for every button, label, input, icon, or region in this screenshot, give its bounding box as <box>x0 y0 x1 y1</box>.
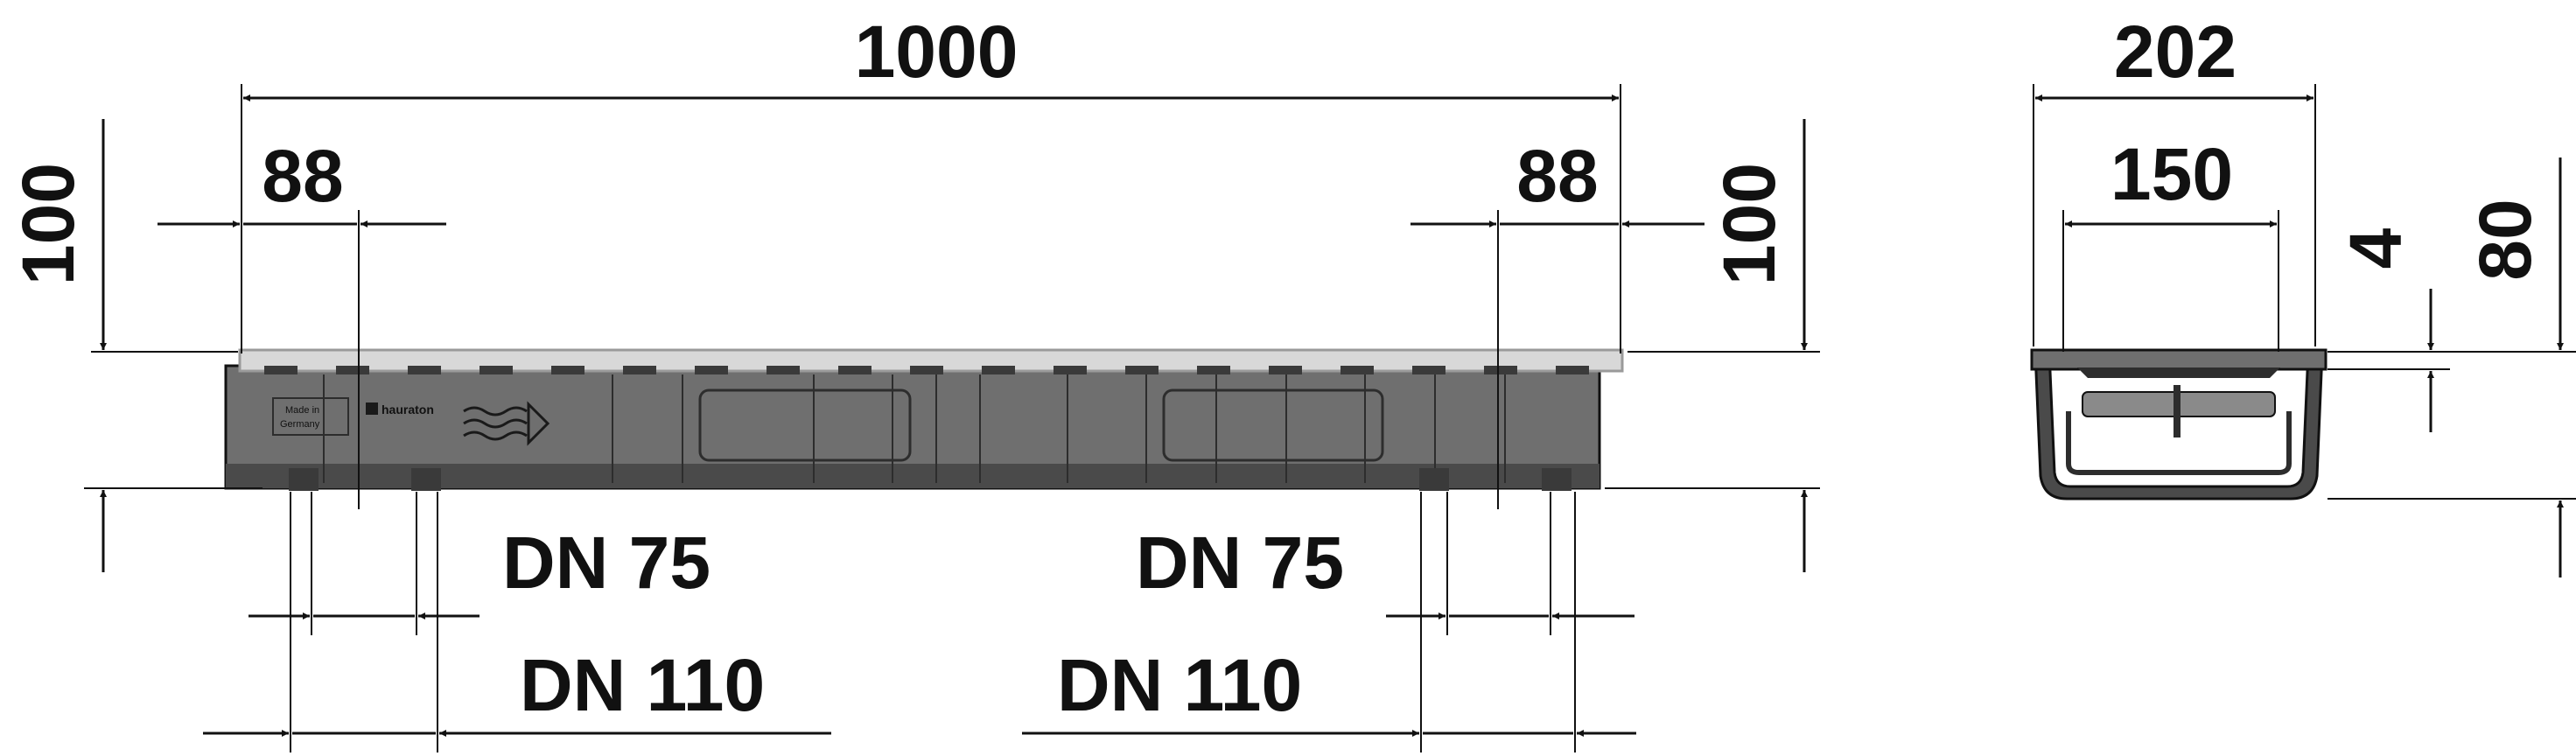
brand-name: hauraton <box>382 402 434 416</box>
stamp-box <box>272 397 349 436</box>
grating-slot <box>1412 366 1446 374</box>
foot-right-b <box>1542 468 1572 491</box>
grating-slots <box>264 366 1589 374</box>
grating-slot <box>910 366 943 374</box>
dimension-100-left: 100 <box>7 119 262 572</box>
grating-slot <box>408 366 441 374</box>
label-end-offset-left: 88 <box>262 135 343 217</box>
label-length-total: 1000 <box>855 10 1018 93</box>
label-outlet-left-small: DN 75 <box>502 522 710 604</box>
section-inner-frame <box>2066 411 2292 475</box>
label-width-inner: 150 <box>2110 133 2233 215</box>
grating-slot <box>1125 366 1158 374</box>
internal-loop-left <box>698 388 912 462</box>
grating-slot <box>1269 366 1302 374</box>
brand-logo-box <box>366 402 378 415</box>
grating-slot <box>1054 366 1087 374</box>
dimension-dn110-left: DN 110 <box>203 492 831 752</box>
grating-slot <box>1556 366 1589 374</box>
grating-slot <box>1484 366 1517 374</box>
channel-ribs <box>323 374 1506 483</box>
grating-slot <box>695 366 728 374</box>
label-outlet-right-small: DN 75 <box>1136 522 1344 604</box>
flow-arrow-icon <box>463 401 550 446</box>
label-height-left: 100 <box>7 163 89 285</box>
channel-body-shadow <box>226 464 1600 488</box>
dimension-dn75-left: DN 75 <box>248 492 710 635</box>
foot-left-a <box>289 468 318 491</box>
section-grate-bar <box>2077 368 2280 378</box>
label-end-offset-right: 88 <box>1516 135 1598 217</box>
dimension-1000: 1000 <box>241 10 1621 354</box>
grating-slot <box>623 366 656 374</box>
grating-slot <box>766 366 800 374</box>
channel-side-view: Made in Germany hauraton <box>224 348 1624 491</box>
dimension-88-right: 88 <box>1410 135 1704 509</box>
label-outlet-left-large: DN 110 <box>520 644 765 726</box>
grating-slot <box>264 366 298 374</box>
label-section-height: 80 <box>2464 199 2546 280</box>
label-outlet-right-large: DN 110 <box>1057 644 1302 726</box>
channel-cross-section <box>2030 348 2328 500</box>
stamp-line2: Germany <box>280 419 320 430</box>
dimension-100-right: 100 <box>1605 119 1820 572</box>
grating-slot <box>480 366 513 374</box>
grating-slot <box>982 366 1015 374</box>
dimension-4: 4 <box>2328 228 2450 432</box>
grating-slot <box>838 366 872 374</box>
label-grate-thickness: 4 <box>2334 228 2417 269</box>
foot-right-a <box>1419 468 1449 491</box>
dimension-88-left: 88 <box>158 135 446 509</box>
grating-slot <box>336 366 369 374</box>
foot-left-b <box>411 468 441 491</box>
label-height-right: 100 <box>1708 163 1790 285</box>
dimension-202: 202 <box>2033 10 2316 346</box>
dimension-dn110-right: DN 110 <box>1022 492 1636 752</box>
grating-slot <box>1197 366 1230 374</box>
section-inner-rod <box>2174 385 2180 438</box>
internal-loop-right <box>1162 388 1384 462</box>
grating-slot <box>551 366 584 374</box>
dimension-80: 80 <box>2328 158 2576 578</box>
stamp-line1: Made in <box>285 405 319 416</box>
section-grate <box>2030 348 2328 371</box>
dimension-dn75-right: DN 75 <box>1136 492 1634 635</box>
label-width-total: 202 <box>2114 10 2236 93</box>
grating-slot <box>1340 366 1374 374</box>
dimension-150: 150 <box>2062 133 2279 352</box>
